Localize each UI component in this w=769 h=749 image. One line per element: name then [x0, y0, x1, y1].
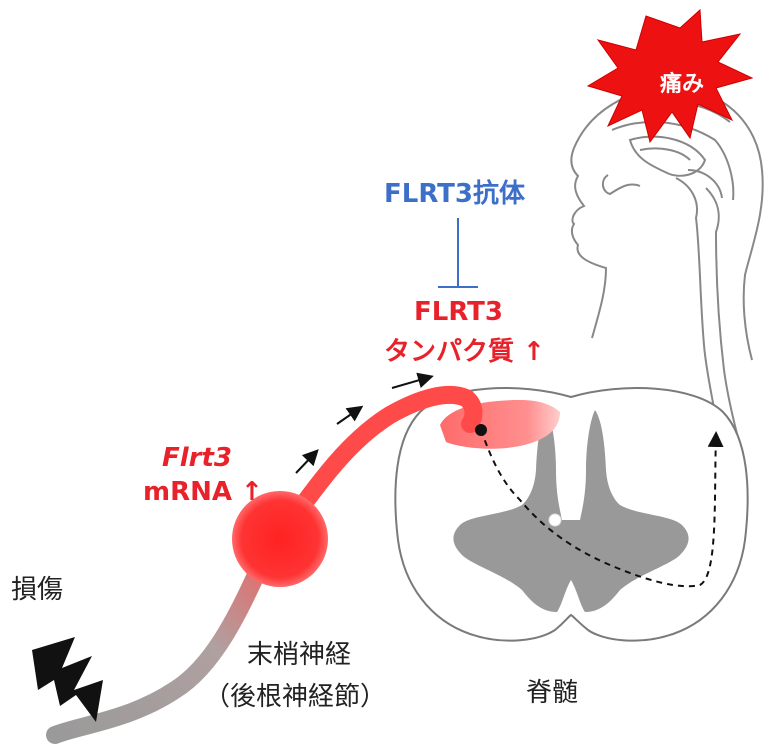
mrna-label-line1: Flrt3: [162, 443, 232, 473]
nerve-label-line1: 末梢神経: [247, 634, 351, 671]
protein-label-line2: タンパク質 ↑: [384, 331, 545, 368]
nerve-label-line2: （後根神経節）: [204, 676, 386, 713]
transport-arrow: [337, 408, 360, 424]
mrna-label-line2: mRNA ↑: [143, 477, 263, 507]
protein-label-line1: FLRT3: [414, 297, 503, 327]
inhibition-symbol: [438, 218, 478, 287]
spinal-cord-label: 脊髄: [526, 672, 578, 709]
transport-arrow: [296, 452, 316, 473]
lightning-bolt-icon: [32, 637, 103, 722]
antibody-label: FLRT3抗体: [384, 173, 525, 210]
pain-label: 痛み: [660, 66, 704, 98]
spinal-cord: [395, 388, 747, 641]
injury-label: 損傷: [11, 569, 63, 606]
central-canal: [549, 514, 561, 526]
transport-arrow: [392, 377, 430, 388]
